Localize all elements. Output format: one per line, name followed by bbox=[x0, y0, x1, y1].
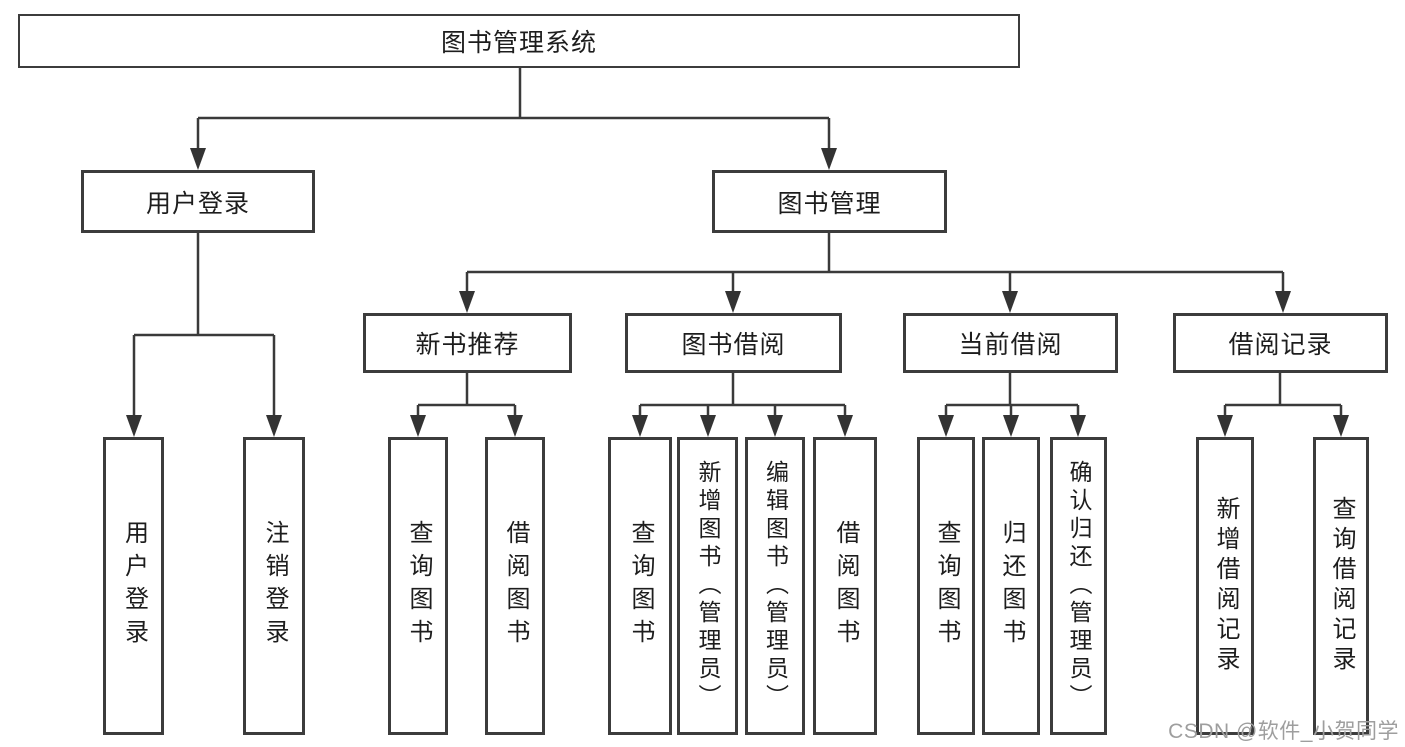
node-current-borrowing: 当前借阅 bbox=[903, 313, 1118, 373]
node-query-books-recommend: 查询图书 bbox=[388, 437, 448, 735]
node-user-login-action-label: 用户登录 bbox=[120, 520, 148, 652]
node-add-book-admin-label: 新增图书（管理员） bbox=[695, 460, 721, 712]
node-edit-book-admin-label: 编辑图书（管理员） bbox=[762, 460, 789, 712]
node-borrowing-records: 借阅记录 bbox=[1173, 313, 1388, 373]
node-borrow-book-action: 借阅图书 bbox=[813, 437, 877, 735]
node-logout-action-label: 注销登录 bbox=[261, 520, 288, 652]
node-borrowing-records-label: 借阅记录 bbox=[1228, 331, 1333, 359]
node-user-login-action: 用户登录 bbox=[103, 437, 164, 735]
watermark: CSDN @软件_小贺同学 bbox=[1168, 720, 1399, 743]
node-add-borrow-record: 新增借阅记录 bbox=[1196, 437, 1254, 735]
node-return-book-label: 归还图书 bbox=[998, 520, 1025, 652]
node-book-borrowing-label: 图书借阅 bbox=[681, 331, 786, 359]
node-book-management: 图书管理 bbox=[712, 170, 947, 233]
node-current-borrowing-label: 当前借阅 bbox=[958, 331, 1063, 359]
node-library-system: 图书管理系统 bbox=[18, 14, 1020, 68]
node-confirm-return-admin: 确认归还（管理员） bbox=[1050, 437, 1107, 735]
node-query-borrow-record-label: 查询借阅记录 bbox=[1328, 496, 1355, 676]
node-query-books-recommend-label: 查询图书 bbox=[405, 520, 432, 652]
node-confirm-return-admin-label: 确认归还（管理员） bbox=[1066, 460, 1092, 712]
node-add-borrow-record-label: 新增借阅记录 bbox=[1212, 496, 1239, 676]
node-return-book: 归还图书 bbox=[982, 437, 1040, 735]
node-query-books-borrowing: 查询图书 bbox=[608, 437, 672, 735]
node-borrow-books-recommend-label: 借阅图书 bbox=[502, 520, 529, 652]
node-new-book-recommend-label: 新书推荐 bbox=[415, 331, 520, 359]
node-user-login: 用户登录 bbox=[81, 170, 315, 233]
node-borrow-books-recommend: 借阅图书 bbox=[485, 437, 545, 735]
node-new-book-recommend: 新书推荐 bbox=[363, 313, 572, 373]
node-query-books-borrowing-label: 查询图书 bbox=[627, 520, 654, 652]
node-query-books-current-label: 查询图书 bbox=[933, 520, 960, 652]
node-borrow-book-action-label: 借阅图书 bbox=[832, 520, 859, 652]
node-library-system-label: 图书管理系统 bbox=[440, 29, 597, 57]
node-user-login-label: 用户登录 bbox=[145, 189, 250, 218]
node-query-books-current: 查询图书 bbox=[917, 437, 975, 735]
node-add-book-admin: 新增图书（管理员） bbox=[677, 437, 738, 735]
arrowheads bbox=[126, 148, 1349, 437]
node-book-borrowing: 图书借阅 bbox=[625, 313, 842, 373]
node-query-borrow-record: 查询借阅记录 bbox=[1313, 437, 1369, 735]
node-logout-action: 注销登录 bbox=[243, 437, 305, 735]
node-book-management-label: 图书管理 bbox=[777, 189, 882, 218]
node-edit-book-admin: 编辑图书（管理员） bbox=[745, 437, 805, 735]
